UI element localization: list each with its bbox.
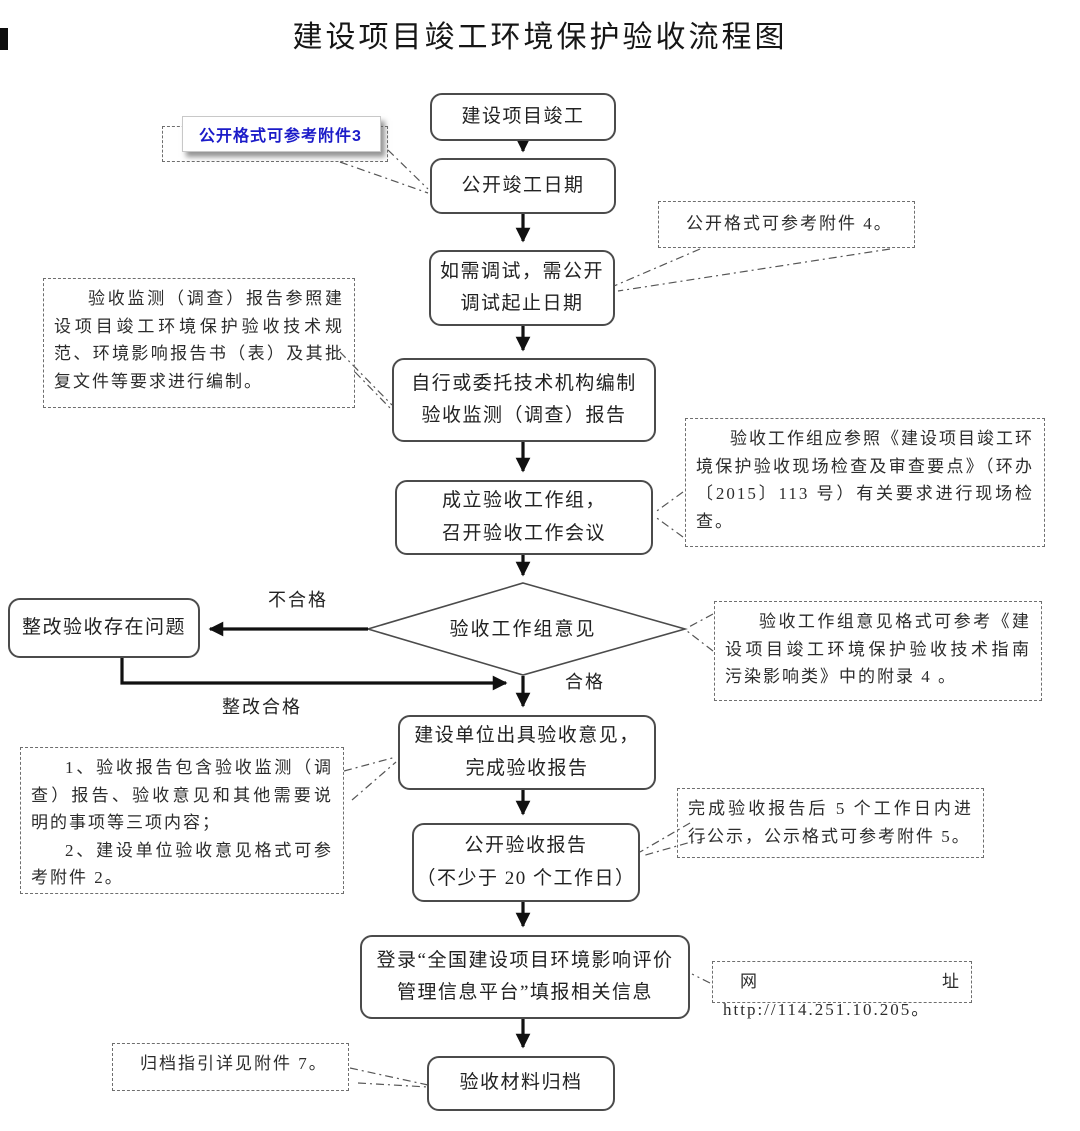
node-platform-login-line2: 管理信息平台”填报相关信息 bbox=[397, 982, 653, 1003]
node-archive-materials: 验收材料归档 bbox=[427, 1056, 615, 1111]
arrow-rectified-return bbox=[120, 658, 508, 691]
callout-attachment4: 公开格式可参考附件 4。 bbox=[658, 201, 915, 248]
callout-platform-url: 网址 http://114.251.10.205。 bbox=[712, 961, 972, 1019]
node-publish-report-line2: （不少于 20 个工作日） bbox=[416, 867, 636, 889]
callout-site-inspection-text: 验收工作组应参照《建设项目竣工环境保护验收现场检查及审查要点》（环办〔2015〕… bbox=[696, 429, 1034, 531]
callout-site-inspection: 验收工作组应参照《建设项目竣工环境保护验收现场检查及审查要点》（环办〔2015〕… bbox=[685, 418, 1045, 547]
callout-attachment4-text: 公开格式可参考附件 4。 bbox=[686, 214, 893, 233]
callout-publicity-period-text: 完成验收报告后 5 个工作日内进行公示，公示格式可参考附件 5。 bbox=[688, 799, 973, 846]
callout-report-standards: 验收监测（调查）报告参照建设项目竣工环境保护验收技术规范、环境影响报告书（表）及… bbox=[43, 278, 355, 408]
callout-attachment3: 公开格式可参考附件3 bbox=[182, 116, 381, 152]
callout-archive-guide-text: 归档指引详见附件 7。 bbox=[140, 1054, 328, 1073]
node-debug-dates-line1: 如需调试，需公开 bbox=[439, 260, 604, 282]
callout-opinion-format-text: 验收工作组意见格式可参考《建设项目竣工环境保护验收技术指南 污染影响类》中的附录… bbox=[725, 612, 1031, 687]
callout-report-standards-text: 验收监测（调查）报告参照建设项目竣工环境保护验收技术规范、环境影响报告书（表）及… bbox=[54, 289, 344, 391]
callout-publicity-period: 完成验收报告后 5 个工作日内进行公示，公示格式可参考附件 5。 bbox=[677, 788, 984, 858]
annotation-leader-lines bbox=[339, 149, 891, 1088]
callout-report-contents-item1: 1、验收报告包含验收监测（调查）报告、验收意见和其他需要说明的事项等三项内容； bbox=[31, 758, 333, 833]
edge-label-fail: 不合格 bbox=[268, 590, 328, 610]
node-platform-login-line1: 登录“全国建设项目环境影响评价 bbox=[376, 949, 674, 971]
callout-archive-guide: 归档指引详见附件 7。 bbox=[112, 1043, 349, 1091]
node-publish-completion-date-label: 公开竣工日期 bbox=[461, 174, 585, 196]
node-compile-report: 自行或委托技术机构编制 验收监测（调查）报告 bbox=[392, 358, 656, 442]
node-publish-report-line1: 公开验收报告 bbox=[464, 835, 588, 857]
node-compile-report-line1: 自行或委托技术机构编制 bbox=[411, 372, 637, 394]
node-debug-dates: 如需调试，需公开 调试起止日期 bbox=[429, 250, 615, 326]
node-publish-completion-date: 公开竣工日期 bbox=[430, 158, 616, 214]
node-compile-report-line2: 验收监测（调查）报告 bbox=[421, 405, 627, 426]
node-rectify-problems-label: 整改验收存在问题 bbox=[21, 616, 186, 638]
node-acceptance-workgroup: 成立验收工作组， 召开验收工作会议 bbox=[395, 480, 653, 555]
decision-diamond bbox=[365, 582, 688, 676]
callout-opinion-format: 验收工作组意见格式可参考《建设项目竣工环境保护验收技术指南 污染影响类》中的附录… bbox=[714, 601, 1042, 701]
node-project-completion-label: 建设项目竣工 bbox=[461, 105, 585, 127]
node-acceptance-workgroup-line1: 成立验收工作组， bbox=[441, 490, 606, 512]
node-platform-login: 登录“全国建设项目环境影响评价 管理信息平台”填报相关信息 bbox=[360, 935, 690, 1019]
edge-label-pass: 合格 bbox=[565, 672, 605, 692]
callout-report-contents: 1、验收报告包含验收监测（调查）报告、验收意见和其他需要说明的事项等三项内容； … bbox=[20, 747, 344, 894]
page-title: 建设项目竣工环境保护验收流程图 bbox=[292, 21, 788, 54]
scan-artifact-mark bbox=[0, 28, 8, 50]
node-publish-report: 公开验收报告 （不少于 20 个工作日） bbox=[412, 823, 640, 902]
node-decision-label: 验收工作组意见 bbox=[449, 619, 597, 640]
node-debug-dates-line2: 调试起止日期 bbox=[460, 293, 584, 314]
node-rectify-problems: 整改验收存在问题 bbox=[8, 598, 200, 658]
node-issue-opinion-line1: 建设单位出具验收意见， bbox=[414, 725, 640, 747]
node-project-completion: 建设项目竣工 bbox=[430, 93, 616, 141]
edge-label-rectified: 整改合格 bbox=[222, 697, 302, 717]
node-acceptance-workgroup-line2: 召开验收工作会议 bbox=[441, 522, 606, 544]
callout-platform-url-text: 网址 http://114.251.10.205。 bbox=[723, 972, 961, 1019]
callout-report-contents-item2: 2、建设单位验收意见格式可参考附件 2。 bbox=[31, 840, 333, 888]
node-issue-opinion-line2: 完成验收报告 bbox=[465, 757, 589, 779]
node-archive-materials-label: 验收材料归档 bbox=[459, 1072, 583, 1094]
node-issue-opinion: 建设单位出具验收意见， 完成验收报告 bbox=[398, 715, 656, 790]
